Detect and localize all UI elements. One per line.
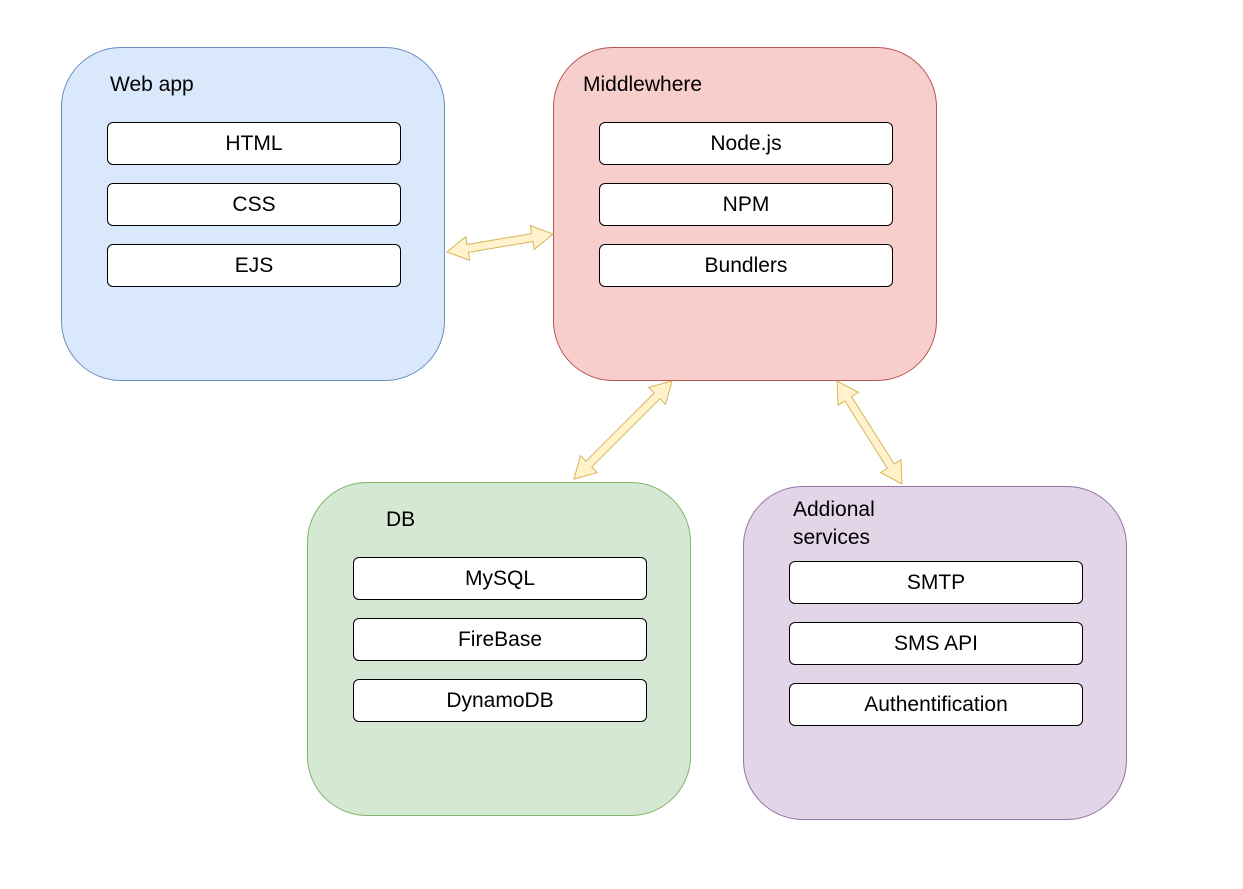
arrow-middleware-services[interactable] [836,380,903,485]
item-mysql[interactable]: MySQL [353,557,647,600]
item-firebase[interactable]: FireBase [353,618,647,661]
item-nodejs[interactable]: Node.js [599,122,893,165]
item-html[interactable]: HTML [107,122,401,165]
item-authentification[interactable]: Authentification [789,683,1083,726]
item-smtp[interactable]: SMTP [789,561,1083,604]
group-middleware-title: Middlewhere [583,73,703,96]
item-npm[interactable]: NPM [599,183,893,226]
group-web-app-title: Web app [110,73,194,96]
group-additional-services-title: Addional services [793,498,875,549]
item-sms-api[interactable]: SMS API [789,622,1083,665]
item-dynamodb[interactable]: DynamoDB [353,679,647,722]
item-css[interactable]: CSS [107,183,401,226]
item-ejs[interactable]: EJS [107,244,401,287]
group-db-title: DB [386,508,416,531]
arrow-middleware-db[interactable] [573,380,673,480]
arrow-webapp-middleware[interactable] [446,224,554,262]
item-bundlers[interactable]: Bundlers [599,244,893,287]
